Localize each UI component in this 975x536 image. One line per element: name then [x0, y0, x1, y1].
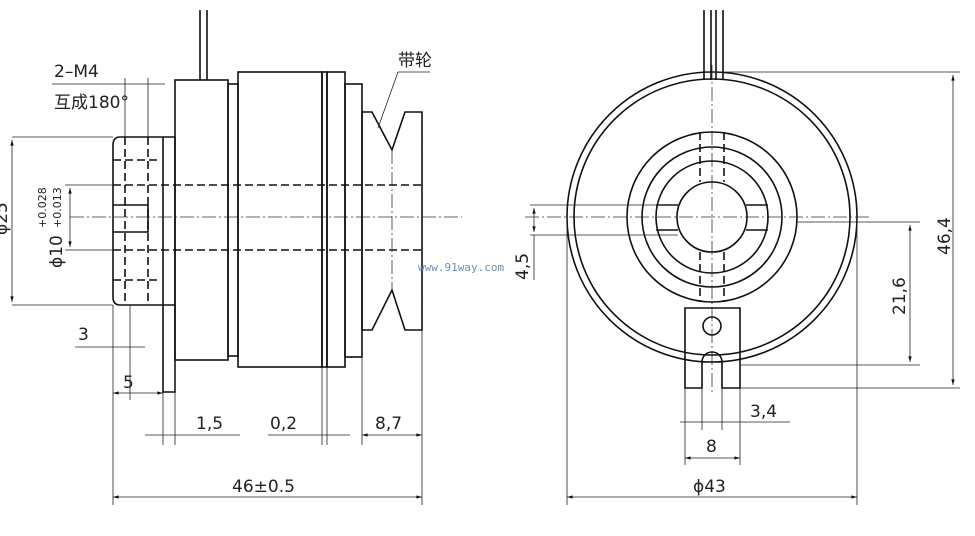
outer-circle-inner — [573, 78, 851, 356]
tolerance-lower: +0.013 — [51, 187, 64, 228]
side-view — [70, 10, 462, 393]
lead-wires — [703, 10, 724, 80]
dim-21-6-label: 21,6 — [890, 277, 910, 315]
pulley-label: 带轮 — [398, 51, 432, 71]
keyway — [113, 204, 149, 233]
dim-phi10-label: ϕ10 — [47, 235, 67, 268]
mounting-hole — [702, 316, 722, 336]
dim-4-5-label: 4,5 — [513, 253, 533, 280]
dim-46-label: 46±0.5 — [232, 477, 295, 497]
tolerance-upper: +0.028 — [36, 187, 49, 228]
side-view-dimensions: 2–M4 互成180° ϕ25 ϕ10 +0.028 +0.013 3 5 1,… — [0, 51, 432, 505]
dim-phi43-label: ϕ43 — [693, 477, 726, 497]
lead-wires — [199, 10, 208, 80]
dim-3-4-label: 3,4 — [750, 402, 777, 422]
front-view — [525, 10, 870, 395]
armature-circle — [626, 131, 798, 303]
coil-body — [237, 71, 323, 368]
dim-phi25-label: ϕ25 — [0, 202, 12, 235]
pulley-leader — [377, 71, 430, 129]
flange-plate — [162, 137, 176, 393]
dim-46-4-label: 46,4 — [935, 217, 955, 255]
thread-note: 互成180° — [54, 93, 129, 113]
hub-inner-circle — [655, 160, 769, 274]
front-view-dimensions: 46,4 21,6 4,5 www.91way.com 3,4 8 ϕ43 — [418, 71, 960, 505]
hub-circle — [641, 146, 783, 288]
dim-8-label: 8 — [706, 437, 717, 457]
armature-hub — [344, 83, 363, 358]
mounting-tab — [684, 307, 741, 389]
hub — [112, 136, 175, 306]
bore-circle — [676, 181, 748, 253]
dim-1-5-label: 1,5 — [196, 414, 223, 434]
dim-5-label: 5 — [123, 373, 134, 393]
thread-label: 2–M4 — [54, 62, 99, 82]
housing-step — [227, 83, 239, 357]
dim-0-2-label: 0,2 — [270, 414, 297, 434]
armature — [326, 71, 346, 368]
dim-3-label: 3 — [78, 325, 89, 345]
watermark: www.91way.com — [418, 261, 504, 274]
dim-8-7-label: 8,7 — [375, 414, 402, 434]
hidden-lines — [113, 137, 422, 305]
hidden-lines — [699, 132, 725, 302]
housing — [174, 79, 229, 361]
